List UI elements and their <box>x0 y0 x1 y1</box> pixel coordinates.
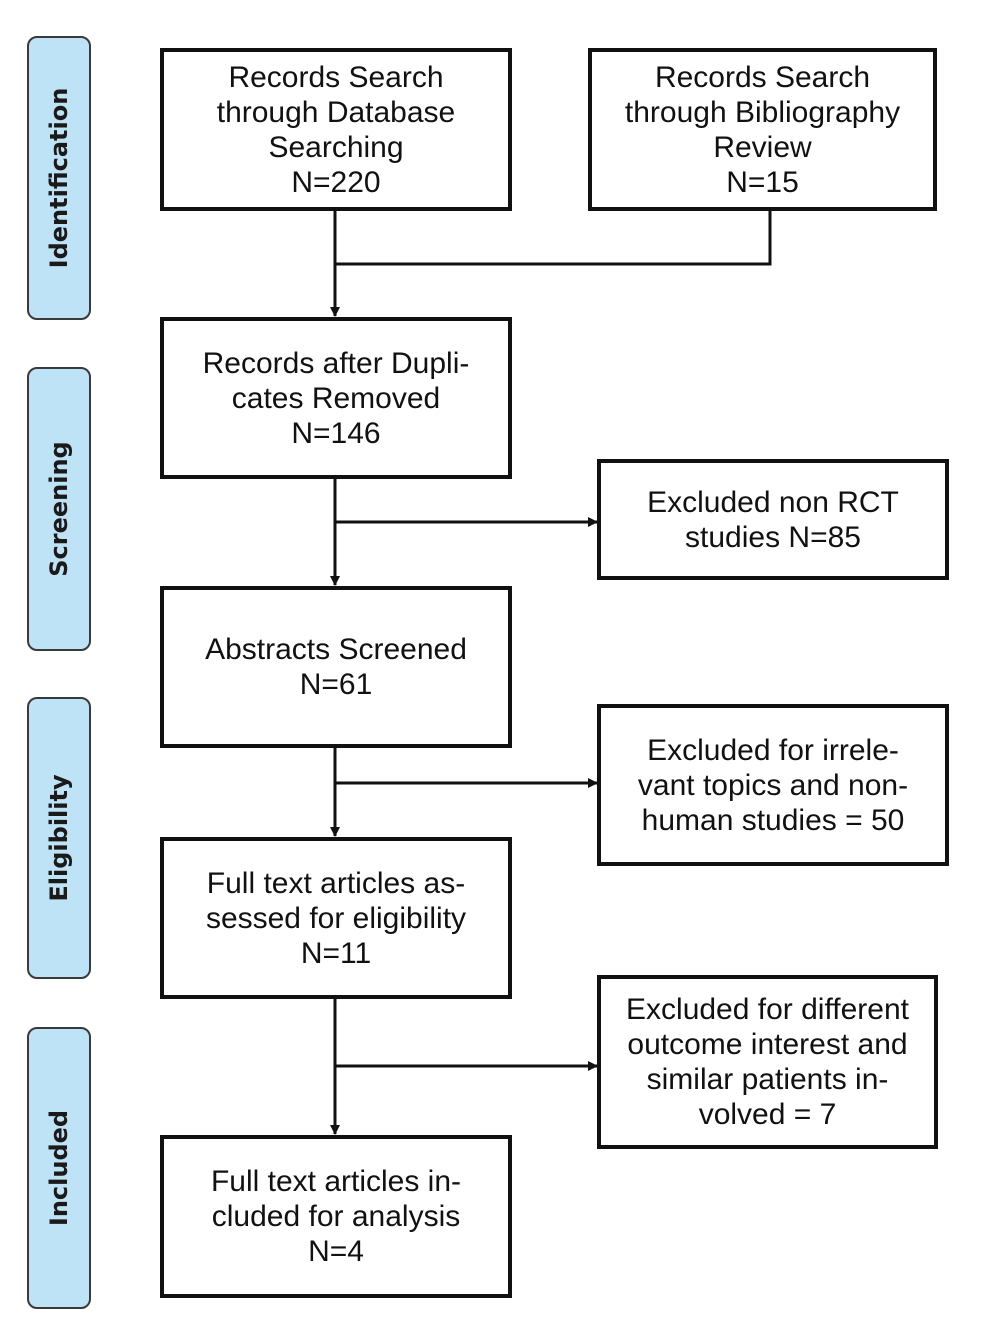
box-line: similar patients in- <box>646 1063 889 1096</box>
box-line: Records Search <box>228 60 444 94</box>
box-database-search: Records Search through Database Searchin… <box>160 48 512 211</box>
box-count: N=11 <box>300 936 372 970</box>
box-bibliography-search: Records Search through Bibliography Revi… <box>588 48 937 211</box>
box-excluded-irrelevant: Excluded for irrele- vant topics and non… <box>597 704 949 866</box>
box-line: Abstracts Screened <box>205 633 467 666</box>
box-line: Searching <box>268 130 404 164</box>
stage-eligibility: Eligibility <box>27 697 91 979</box>
box-count: N=15 <box>726 165 799 199</box>
stage-screening: Screening <box>27 367 91 651</box>
box-line: sessed for eligibility <box>205 901 467 935</box>
box-excluded-non-rct: Excluded non RCT studies N=85 <box>597 459 949 580</box>
box-count: N=61 <box>299 668 373 701</box>
box-line: vant topics and non- <box>637 768 909 802</box>
box-line: Excluded non RCT <box>647 485 899 519</box>
box-count: N=146 <box>291 416 381 450</box>
box-line: outcome interest and <box>627 1028 908 1061</box>
box-line: through Bibliography <box>624 95 901 129</box>
stage-identification: Identification <box>27 36 91 320</box>
box-abstracts-screened: Abstracts Screened N=61 <box>160 586 512 748</box>
box-line: cates Removed <box>231 381 441 415</box>
box-full-text-included: Full text articles in- cluded for analys… <box>160 1135 512 1298</box>
box-line: Excluded for different <box>626 993 909 1026</box>
box-duplicates-removed: Records after Dupli- cates Removed N=146 <box>160 317 512 479</box>
box-count: N=4 <box>308 1235 364 1268</box>
box-line: volved = 7 <box>698 1098 837 1131</box>
stage-included: Included <box>27 1027 91 1309</box>
stage-label: Screening <box>45 441 73 577</box>
box-line: Excluded for irrele- <box>647 733 899 767</box>
box-count: N=220 <box>291 165 381 199</box>
stage-label: Identification <box>45 87 73 269</box>
box-line: Full text articles in- <box>210 1165 462 1198</box>
box-excluded-outcome: Excluded for different outcome interest … <box>597 975 938 1149</box>
box-line: Records after Dupli- <box>202 346 470 380</box>
box-line: Records Search <box>654 60 871 94</box>
box-line: human studies = 50 <box>641 803 905 837</box>
box-line: cluded for analysis <box>211 1200 461 1233</box>
stage-label: Included <box>45 1109 73 1227</box>
box-line: studies N=85 <box>685 520 861 554</box>
connector-bibliography-merge <box>335 210 772 266</box>
box-line: through Database <box>216 95 456 129</box>
box-line: Review <box>713 130 812 164</box>
box-line: Full text articles as- <box>206 866 466 900</box>
stage-label: Eligibility <box>45 774 73 902</box>
box-full-text-assessed: Full text articles as- sessed for eligib… <box>160 837 512 999</box>
